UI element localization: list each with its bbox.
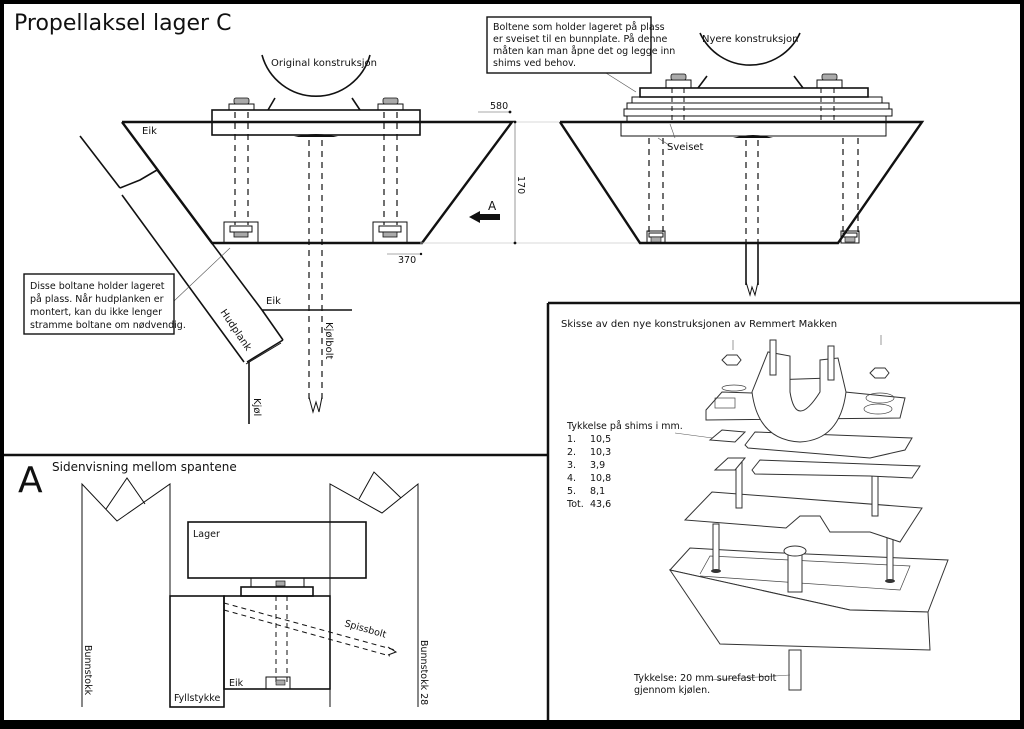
spissbolt-tip [387,646,398,656]
bolt-right-bottom [372,221,408,244]
shim-value: 10,3 [590,447,611,458]
eik-side-label: Eik [229,678,244,689]
bearing-housing-new [699,32,801,66]
original-note-line-2: på plass. Når hudplanken er [30,294,164,305]
fyllstykke-label: Fyllstykke [174,693,220,704]
sketch-title: Skisse av den nye konstruksjonen av Remm… [561,319,837,330]
newer-note-line-4: shims ved behov. [493,58,576,69]
bolt-right-top [377,97,404,111]
sketch-base-wedge [668,569,931,651]
original-note-line-4: stramme boltane om nødvendig. [30,320,186,331]
bolt-note-line-2: gjennom kjølen. [634,685,710,696]
sketch-shim-b [751,459,921,479]
shim-number: 1. [567,434,576,445]
shim-value: 10,5 [590,434,611,445]
shim-number: 2. [567,447,576,458]
newer-note-line-3: måten kan man åpne det og legge inn [493,46,675,57]
keel-bolt-break [308,396,323,414]
side-bolt-top [275,580,286,587]
bearing-housing [261,54,371,97]
sveiset-label: Sveiset [667,142,704,153]
eik-label-2: Eik [266,296,281,307]
newer-construction: Nyere konstruksjon [486,16,925,297]
dimension-170: 170 [515,176,526,194]
sketch-nut-right [869,367,890,379]
isometric-sketch [668,335,949,691]
bunnstokk-right-label: Bunnstokk 28 [418,640,429,705]
bunnstokk-left-label: Bunnstokk [82,645,93,696]
page-title: Propellaksel lager C [14,11,231,36]
bolt-right-bottom-new [840,230,860,244]
sketch-shim-c-left [708,429,747,443]
original-note-line-3: montert, kan du ikke lenger [30,307,162,318]
shim-number: 3. [567,460,576,471]
spissbolt-upper [223,602,396,651]
view-a-marker: A [488,199,497,213]
original-note-line-1: Disse boltane holder lageret [30,281,165,292]
hull-plank-joint [119,169,158,189]
shim-number: 4. [567,473,576,484]
spissbolt-lower [223,609,391,657]
view-a-arrow-icon [469,211,500,223]
side-view-marker: A [18,460,43,501]
keel-bolt-head [294,134,338,137]
original-caption: Original konstruksjon [271,58,377,69]
sketch-bottom-plate [683,491,923,543]
shim-total-label: Tot. [566,499,584,510]
newer-note-line-1: Boltene som holder lageret på plass [493,22,665,33]
sketch-panel: Skisse av den nye konstruksjonen av Remm… [561,319,949,696]
bolt-left-top-new [665,73,692,89]
original-note-box [23,273,175,335]
sketch-nut-left [721,354,742,366]
side-view-a: A Sidenvisning mellom spantene Bunnstokk… [18,460,429,708]
frame-right-notch [358,471,402,500]
bolt-left-bottom [223,221,259,244]
fyllstykke-block [169,595,225,708]
bolt-note-line-1: Tykkelse: 20 mm surefast bolt [633,673,777,684]
dimension-370: 370 [398,255,416,266]
dimension-580: 580 [490,101,508,112]
bolt-left-top [228,97,255,111]
shims-heading: Tykkelse på shims i mm. [566,421,683,432]
frame-left [81,482,171,707]
dimensions: 580 170 370 A [387,101,640,266]
hull-plank-inner-edge [156,169,284,341]
sketch-shim-a-left [713,457,747,471]
shim-value: 10,8 [590,473,611,484]
lager-label: Lager [193,529,220,540]
newer-note-line-2: er sveiset til en bunnplate. På denne [493,34,668,45]
hull-plank-top-edge [79,135,121,189]
newer-caption: Nyere konstruksjon [702,34,798,45]
keel-bolt-break-new [745,281,759,297]
bearing-plate-new [639,87,869,98]
newer-note-box [486,16,652,74]
shim-total-value: 43,6 [590,499,611,510]
side-bolt-bottom [275,679,286,686]
side-view-title: Sidenvisning mellom spantene [52,460,237,474]
sketch-keel-bolt-lower [788,649,802,691]
shims-table: 1. 10,5 2. 10,3 3. 3,9 4. 10,8 5. 8,1 To… [566,434,611,510]
shim-number: 5. [567,486,576,497]
bearing-fillet-new [697,75,804,89]
bolt-left-bottom-new [646,230,666,244]
sketch-keel-bolt [787,551,803,593]
shim-value: 8,1 [590,486,605,497]
frame-left-notch [105,477,146,510]
shim-value: 3,9 [590,460,605,471]
bolt-right-top-new [816,73,843,89]
hull-plank-outer-edge [121,194,245,363]
hull-plank-end [246,339,284,363]
kjol-label: Kjøl [251,398,262,416]
kjolbolt-label: Kjølbolt [323,322,334,359]
eik-label: Eik [142,126,157,137]
bearing-fillet [267,97,361,111]
